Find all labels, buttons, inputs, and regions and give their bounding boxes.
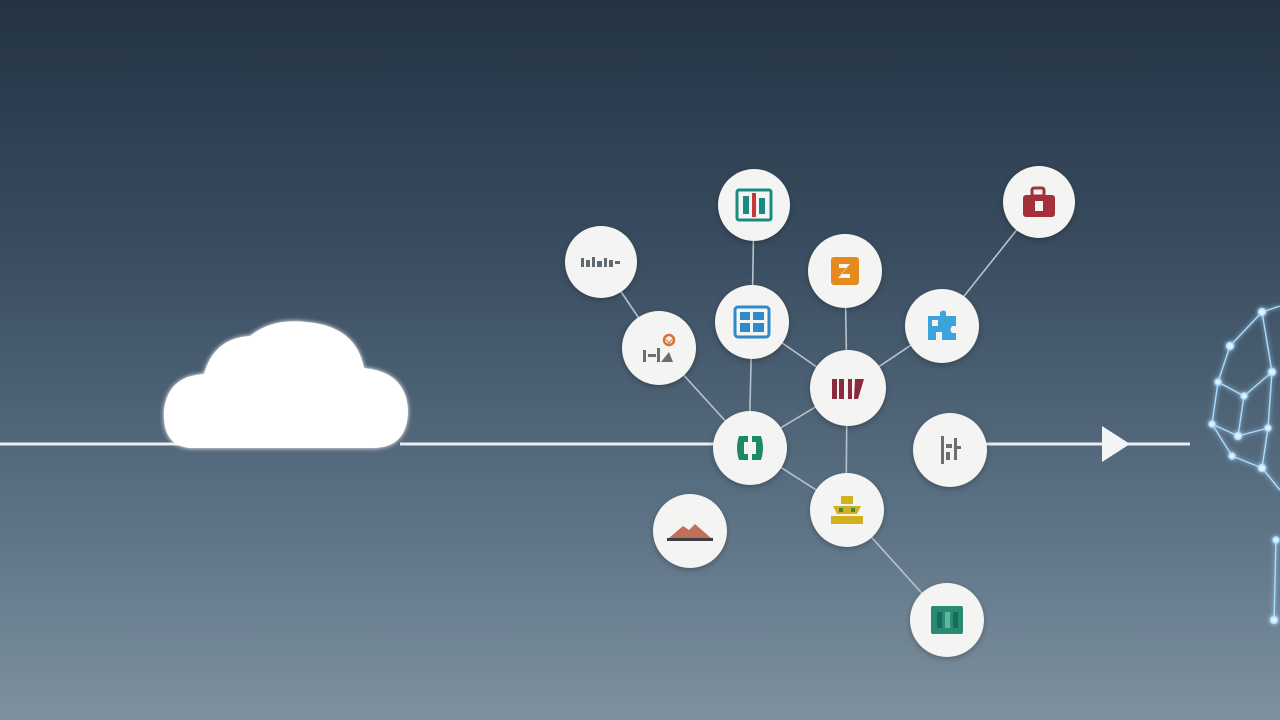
tablet-app-icon[interactable] <box>718 169 790 241</box>
cloud-icon <box>163 321 408 448</box>
tool-icon[interactable] <box>913 413 987 487</box>
flow-arrow-icon <box>1102 426 1130 462</box>
grid-app-icon[interactable] <box>715 285 789 359</box>
data-hub-icon[interactable] <box>810 350 886 426</box>
text-badge-icon[interactable] <box>565 226 637 298</box>
server-icon[interactable] <box>910 583 984 657</box>
puzzle-icon[interactable] <box>905 289 979 363</box>
landscape-icon[interactable] <box>653 494 727 568</box>
hub-icon[interactable] <box>713 411 787 485</box>
briefcase-icon[interactable] <box>1003 166 1075 238</box>
package-icon[interactable] <box>808 234 882 308</box>
storage-icon[interactable] <box>810 473 884 547</box>
neural-network-graphic <box>1208 305 1280 625</box>
analytics-icon[interactable] <box>622 311 696 385</box>
